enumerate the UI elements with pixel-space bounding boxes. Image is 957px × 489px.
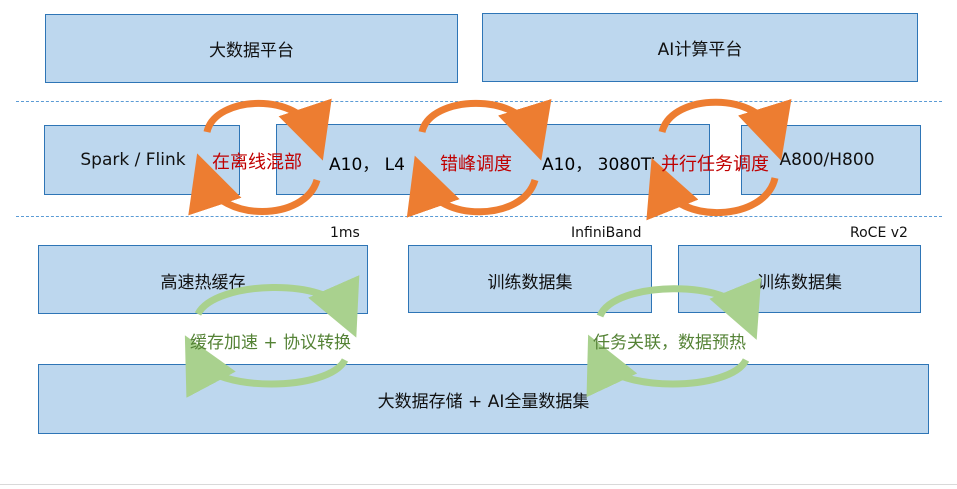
ai-platform-label: AI计算平台 xyxy=(657,40,743,60)
training-dataset-label-2: 训练数据集 xyxy=(757,273,842,293)
spark-flink-box: Spark / Flink xyxy=(44,125,240,195)
a10-3080ti-label: A10， 3080Ti xyxy=(542,155,656,175)
spark-flink-label: Spark / Flink xyxy=(80,150,186,170)
training-dataset-box-1: 训练数据集 xyxy=(408,245,652,313)
hot-cache-box: 高速热缓存 xyxy=(38,245,368,314)
main-storage-label: 大数据存储 + AI全量数据集 xyxy=(377,391,590,412)
mixed-deploy-label: 在离线混部 xyxy=(212,152,302,173)
roce-label: RoCE v2 xyxy=(850,225,908,241)
cache-accel-label: 缓存加速 + 协议转换 xyxy=(190,333,352,353)
divider-bottom xyxy=(16,216,942,217)
training-dataset-label-1: 训练数据集 xyxy=(487,273,573,293)
parallel-task-label: 并行任务调度 xyxy=(661,154,769,175)
hot-cache-label: 高速热缓存 xyxy=(160,273,246,293)
ai-platform-box: AI计算平台 xyxy=(482,13,918,82)
bigdata-platform-box: 大数据平台 xyxy=(45,14,458,83)
peak-shift-label: 错峰调度 xyxy=(440,154,512,175)
infiniband-label: InfiniBand xyxy=(571,225,642,241)
divider-top xyxy=(16,101,942,102)
latency-label: 1ms xyxy=(330,225,360,241)
bigdata-platform-label: 大数据平台 xyxy=(209,41,294,61)
training-dataset-box-2: 训练数据集 xyxy=(678,245,921,313)
a800-h800-label: A800/H800 xyxy=(779,150,875,170)
a10-l4-label: A10， L4 xyxy=(329,155,405,175)
bottom-rule xyxy=(0,484,957,485)
preheat-label: 任务关联，数据预热 xyxy=(593,333,746,353)
main-storage-box: 大数据存储 + AI全量数据集 xyxy=(38,364,929,434)
